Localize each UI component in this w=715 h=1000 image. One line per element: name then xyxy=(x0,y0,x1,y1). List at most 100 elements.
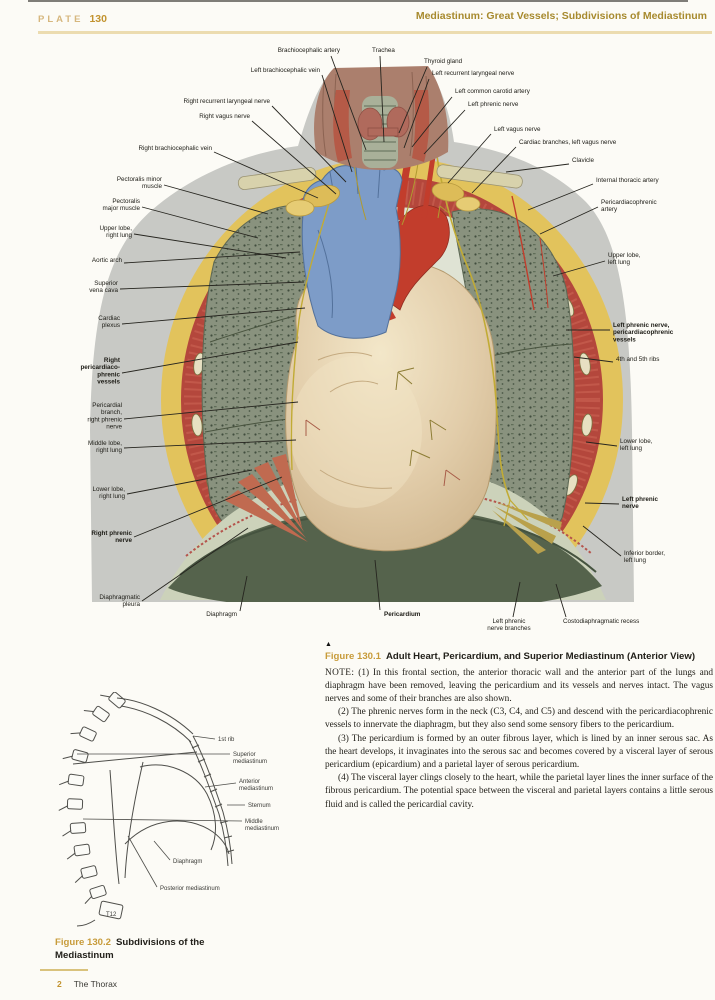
label-lower-lobe-left-lung-leader xyxy=(585,441,618,447)
label-right-vagus-nerve: Right vagus nerve xyxy=(199,113,250,120)
diaphragm-dome-outline xyxy=(124,820,230,855)
label-4th-and-5th-ribs: 4th and 5th ribs xyxy=(616,356,659,363)
label-right-recurrent-laryngeal-nerve-leader xyxy=(271,105,347,183)
label-brachiocephalic-artery: Brachiocephalic artery xyxy=(278,47,341,54)
label-diaphragmatic-pleura-leader xyxy=(141,527,249,602)
figure-note-paragraph: (3) The pericardium is formed by an oute… xyxy=(325,733,713,770)
label-right-vagus-nerve-leader xyxy=(251,120,337,195)
caption-marker-triangle: ▲ xyxy=(325,641,332,648)
phrenic-and-vagus-nerves xyxy=(290,149,529,527)
footer-section-title: The Thorax xyxy=(73,979,118,989)
label-anterior-mediastinum-leader xyxy=(204,782,237,788)
label-upper-lobe-right-lung: Upper lobe,right lung xyxy=(99,225,132,239)
caption-rule xyxy=(40,969,88,971)
label-thyroid-gland: Thyroid gland xyxy=(424,58,463,65)
label-thyroid-gland-leader xyxy=(398,66,428,134)
label-diaphragm: Diaphragm xyxy=(206,611,237,618)
label-pericardial-branch-right-phrenic-leader xyxy=(123,401,299,420)
label-internal-thoracic-artery: Internal thoracic artery xyxy=(596,177,659,184)
figure-note-intro: NOTE: (1) In this frontal section, the a… xyxy=(325,667,713,707)
label-costodiaphragmatic-recess: Costodiaphragmatic recess xyxy=(563,618,639,625)
t12-vertebra xyxy=(98,900,124,920)
label-upper-lobe-left-lung: Upper lobe,left lung xyxy=(608,252,641,266)
sternum-outline xyxy=(188,735,235,867)
label-clavicle: Clavicle xyxy=(572,157,595,164)
label-middle-lobe-right-lung: Middle lobe,right lung xyxy=(88,440,122,454)
label-lower-lobe-left-lung: Lower lobe,left lung xyxy=(620,438,653,452)
thyroid-gland xyxy=(357,106,410,141)
label-left-brachiocephalic-vein-leader xyxy=(321,74,353,173)
label-upper-lobe-right-lung-leader xyxy=(133,233,287,259)
first-rib-arc-inner xyxy=(120,705,192,743)
plate-number: 130 xyxy=(89,13,107,25)
page-scan-edge xyxy=(28,0,688,2)
first-rib-arc xyxy=(116,697,194,735)
label-aortic-arch-leader xyxy=(123,251,301,264)
label-cardiac-branches-left-vagus-leader xyxy=(471,146,517,194)
label-right-brachiocephalic-vein-leader xyxy=(213,151,319,199)
label-right-phrenic-nerve-leader xyxy=(133,476,283,538)
label-left-phrenic-nerve-top: Left phrenic nerve xyxy=(468,101,519,108)
label-sternum: Sternum xyxy=(248,803,271,809)
label-diaphragm-fig2-leader xyxy=(153,840,171,861)
label-middle-lobe-right-lung-leader xyxy=(123,439,297,449)
label-pectoralis-major-muscle-leader xyxy=(141,206,259,239)
label-right-pericardiacophrenic-vessels-leader xyxy=(121,341,299,374)
label-pericardium-leader xyxy=(374,559,381,611)
note-intro-text: (1) In this frontal section, the anterio… xyxy=(325,667,713,704)
figure-130-2-number: Figure 130.2 xyxy=(55,937,111,948)
label-1st-rib-leader xyxy=(192,735,216,740)
label-pectoralis-minor-muscle-leader xyxy=(163,184,269,215)
page-title: Mediastinum: Great Vessels; Subdivisions… xyxy=(415,10,707,22)
label-left-common-carotid-artery: Left common carotid artery xyxy=(455,88,531,95)
label-clavicle-leader xyxy=(505,163,570,173)
vertebral-column xyxy=(58,692,126,927)
label-t12: T12 xyxy=(106,912,117,918)
label-posterior-mediastinum-leader xyxy=(127,835,158,888)
figure-note-paragraphs: (2) The phrenic nerves form in the neck … xyxy=(325,706,713,812)
label-diaphragm-leader xyxy=(239,575,248,612)
label-right-recurrent-laryngeal-nerve: Right recurrent laryngeal nerve xyxy=(184,98,271,105)
label-lower-lobe-right-lung: Lower lobe,right lung xyxy=(92,486,125,500)
label-left-recurrent-laryngeal-nerve: Left recurrent laryngeal nerve xyxy=(432,70,515,77)
label-left-brachiocephalic-vein: Left brachiocephalic vein xyxy=(251,67,321,74)
label-left-phrenic-nerve-branches-leader xyxy=(512,581,521,618)
label-aortic-arch: Aortic arch xyxy=(92,257,123,264)
label-inferior-border-left-lung: Inferior border,left lung xyxy=(624,550,665,564)
figure-130-1-number: Figure 130.1 xyxy=(325,651,381,662)
label-upper-lobe-left-lung-leader xyxy=(552,260,606,277)
label-left-phrenic-nerve-top-leader xyxy=(423,109,466,155)
mediastinum-boundaries xyxy=(72,751,230,885)
label-left-vagus-nerve: Left vagus nerve xyxy=(494,126,541,133)
label-cardiac-plexus-leader xyxy=(121,307,306,325)
label-cardiac-branches-left-vagus: Cardiac branches, left vagus nerve xyxy=(519,139,617,146)
label-costodiaphragmatic-recess-leader xyxy=(555,583,567,618)
label-internal-thoracic-artery-leader xyxy=(527,183,594,211)
label-brachiocephalic-artery-leader xyxy=(330,55,367,151)
thymic-fat xyxy=(285,182,481,217)
label-left-recurrent-laryngeal-nerve-leader xyxy=(403,78,430,149)
figure-130-2-title-text: Subdivisions of the Mediastinum xyxy=(55,937,205,961)
figure-note-paragraph: (2) The phrenic nerves form in the neck … xyxy=(325,707,713,731)
label-trachea: Trachea xyxy=(372,47,395,54)
label-lower-lobe-right-lung-leader xyxy=(126,469,253,495)
